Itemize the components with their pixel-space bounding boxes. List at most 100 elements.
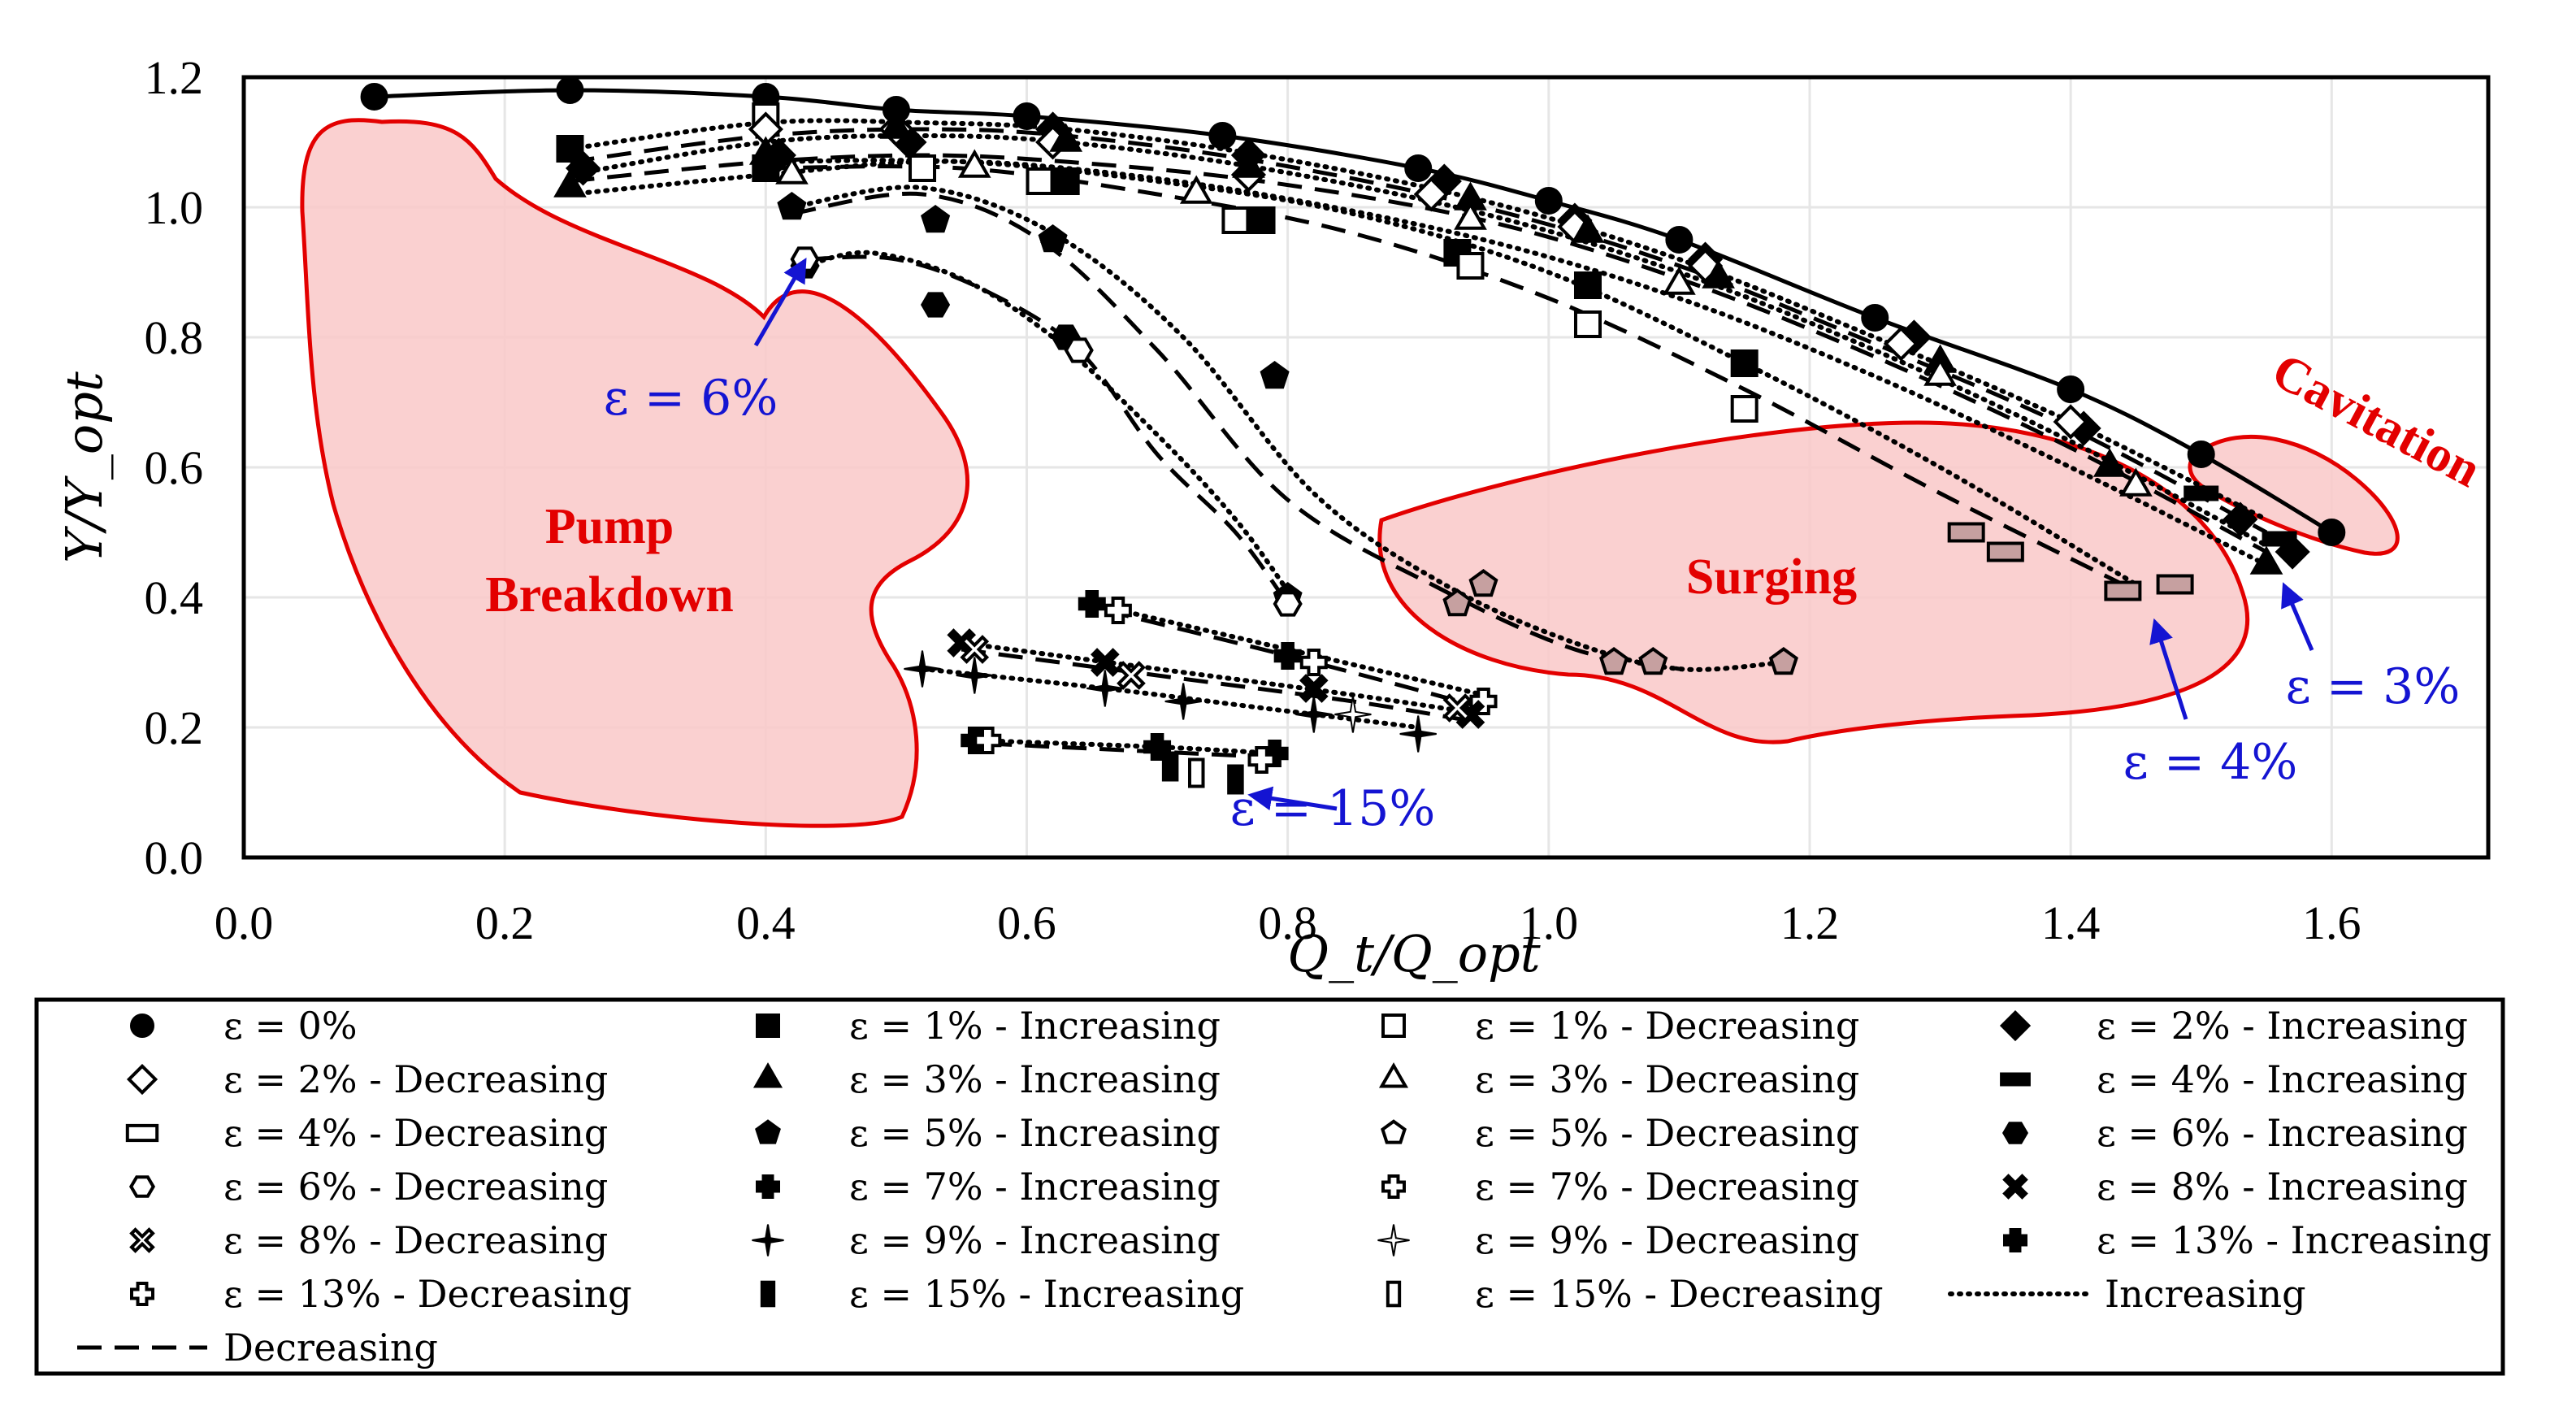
legend-marker <box>752 1062 783 1088</box>
data-point-series-4 <box>1883 326 1919 362</box>
legend-label: ε = 4% - Decreasing <box>223 1111 608 1155</box>
data-point-series-2 <box>909 154 937 182</box>
data-point-series-18 <box>1334 696 1372 733</box>
y-tick-label: 0.4 <box>145 571 204 624</box>
data-point-series-5 <box>1571 214 1605 243</box>
data-point-series-12 <box>1064 337 1094 363</box>
data-point-series-15 <box>1299 674 1329 703</box>
legend-marker <box>1381 1119 1407 1144</box>
curve-dotted <box>920 666 1421 730</box>
data-point-series-9 <box>921 205 951 233</box>
legend-label: ε = 9% - Increasing <box>849 1218 1221 1262</box>
legend-label: ε = 6% - Increasing <box>2097 1111 2468 1155</box>
data-point-series-20 <box>974 727 1002 754</box>
legend-marker <box>1381 1014 1406 1038</box>
legend-label: Increasing <box>2105 1272 2306 1316</box>
x-tick-label: 1.6 <box>2302 896 2361 949</box>
legend-label: ε = 3% - Decreasing <box>1475 1057 1859 1101</box>
data-point-series-14 <box>1104 597 1132 624</box>
curve-dashed <box>791 191 1680 671</box>
x-axis-label: Q_t/Q_opt <box>1287 924 1540 983</box>
data-point-series-9 <box>1260 361 1290 389</box>
legend-marker <box>2000 1072 2031 1087</box>
legend-label: ε = 8% - Increasing <box>2097 1165 2468 1209</box>
region-pump-breakdown <box>300 118 969 828</box>
data-point-series-7 <box>2262 531 2297 547</box>
legend-marker <box>756 1174 780 1199</box>
legend-marker <box>755 1119 781 1144</box>
data-point-series-17 <box>1399 715 1437 753</box>
legend-marker <box>756 1014 780 1038</box>
labels: Q_t/Q_opt Υ/Υ_opt ε = 6% ε = 15% ε = 4% ε = 3… <box>54 258 2461 983</box>
data-point-series-1 <box>1247 206 1276 234</box>
legend-label: ε = 7% - Decreasing <box>1475 1165 1859 1209</box>
data-point-series-14 <box>1299 649 1328 676</box>
data-point-series-16 <box>1442 693 1472 723</box>
legend-marker <box>129 1227 155 1253</box>
data-point-series-15 <box>1091 648 1120 677</box>
data-point-series-12 <box>1273 591 1303 617</box>
annotation-label: ε = 15% <box>1230 780 1436 837</box>
data-point-series-6 <box>1923 357 1957 386</box>
y-tick-label: 0.8 <box>145 311 204 364</box>
data-point-series-16 <box>1117 661 1146 690</box>
curve-dotted <box>1089 601 1486 697</box>
legend-label: ε = 15% - Decreasing <box>1475 1272 1884 1316</box>
data-point-series-3 <box>565 150 601 186</box>
curve-dotted <box>763 158 2139 587</box>
data-point-series-2 <box>1573 310 1602 338</box>
x-tick-label: 1.2 <box>1780 896 1840 949</box>
data-point-series-17 <box>1295 696 1333 733</box>
data-point-series-21 <box>1161 751 1179 782</box>
curve-dashed <box>570 127 2268 535</box>
legend-marker <box>125 1123 159 1143</box>
data-point-series-2 <box>1026 167 1054 195</box>
x-tick-label: 0.6 <box>997 896 1056 949</box>
x-tick-label: 1.4 <box>2041 896 2101 949</box>
legend-marker <box>752 1224 784 1257</box>
data-point-series-6 <box>1179 175 1213 204</box>
data-point-series-5 <box>553 168 587 197</box>
legend-label: ε = 4% - Increasing <box>2097 1057 2468 1101</box>
annotation-arrow <box>2281 582 2314 651</box>
legend-label: ε = 5% - Decreasing <box>1475 1111 1859 1155</box>
legend-label: ε = 13% - Decreasing <box>223 1272 632 1316</box>
legend-label: ε = 13% - Increasing <box>2097 1218 2491 1262</box>
data-point-series-21 <box>1227 764 1244 795</box>
x-tick-label: 0.8 <box>1258 896 1317 949</box>
y-axis-label: Υ/Υ_opt <box>54 371 114 563</box>
data-point-series-0 <box>2057 375 2085 403</box>
annotation-arrow <box>2149 618 2188 720</box>
annotation-label: ε = 3% <box>2286 658 2461 715</box>
y-tick-label: 0.2 <box>145 701 204 754</box>
legend-box <box>34 997 2505 1376</box>
legend-marker <box>1377 1224 1410 1257</box>
annotation-label: ε = 6% <box>604 370 778 427</box>
legend-label: ε = 6% - Decreasing <box>223 1165 608 1209</box>
data-point-series-2 <box>1730 395 1759 423</box>
data-point-series-6 <box>775 155 809 184</box>
data-point-series-3 <box>2223 501 2258 537</box>
legend-label: ε = 2% - Increasing <box>2097 1004 2468 1048</box>
data-markers <box>360 76 2346 795</box>
region-pump-breakdown-label: Pump <box>545 499 674 554</box>
legend-marker <box>1378 1062 1409 1088</box>
data-point-series-12 <box>790 246 820 272</box>
data-point-series-16 <box>960 635 990 664</box>
data-point-series-13 <box>1273 642 1302 670</box>
legend-marker <box>2003 1228 2027 1252</box>
annotation-label: ε = 4% <box>2123 734 2298 791</box>
data-point-series-0 <box>2318 519 2346 546</box>
legend-label: ε = 2% - Decreasing <box>223 1057 608 1101</box>
y-tick-label: 0.0 <box>145 831 204 884</box>
x-tick-label: 0.2 <box>475 896 535 949</box>
data-point-series-8 <box>1947 522 1985 543</box>
legend-marker <box>130 1014 154 1038</box>
data-point-series-0 <box>1013 102 1041 130</box>
data-point-series-13 <box>1078 590 1106 618</box>
curve-dashed <box>804 254 1290 605</box>
data-point-series-22 <box>1187 757 1205 788</box>
data-point-series-0 <box>556 76 584 104</box>
data-point-series-20 <box>1247 746 1276 774</box>
legend-label: ε = 0% <box>223 1004 358 1048</box>
